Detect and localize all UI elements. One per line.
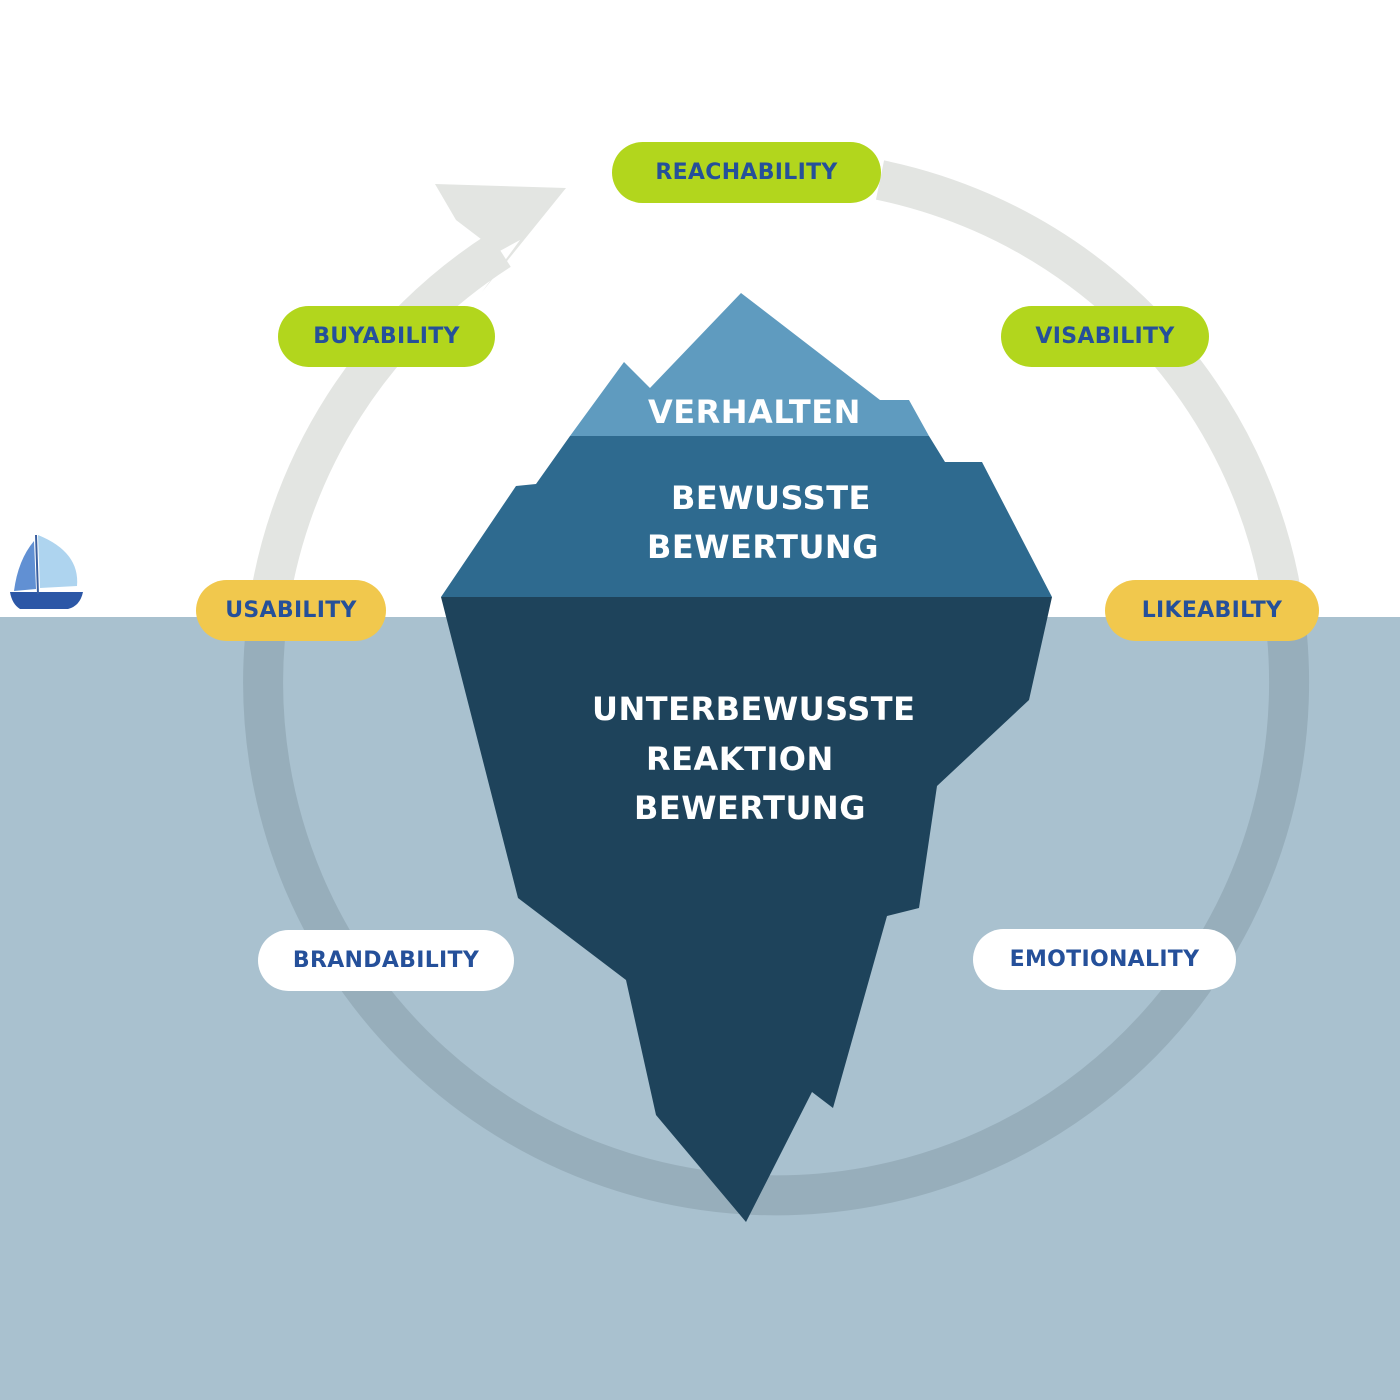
iceberg-tip (570, 293, 929, 436)
cycle-arrow-head (435, 184, 566, 292)
iceberg-bottom-label-line3: BEWERTUNG (634, 789, 866, 827)
iceberg-tip-label: VERHALTEN (648, 393, 861, 431)
iceberg-middle (441, 436, 1052, 597)
iceberg-middle-label-line2: BEWERTUNG (647, 528, 879, 566)
usability-pill: USABILITY (196, 580, 386, 641)
iceberg-bottom-label-line2: REAKTION (646, 740, 834, 778)
likeability-pill: LIKEABILTY (1105, 580, 1319, 641)
iceberg (441, 293, 1052, 1222)
sailboat-icon (10, 534, 83, 609)
emotionality-pill: EMOTIONALITY (973, 929, 1236, 990)
iceberg-bottom (441, 597, 1052, 1222)
reachability-pill: REACHABILITY (612, 142, 881, 203)
iceberg-bottom-label-line1: UNTERBEWUSSTE (592, 690, 916, 728)
iceberg-middle-label-line1: BEWUSSTE (671, 479, 871, 517)
buyability-pill: BUYABILITY (278, 306, 495, 367)
visability-pill: VISABILITY (1001, 306, 1209, 367)
brandability-pill: BRANDABILITY (258, 930, 514, 991)
